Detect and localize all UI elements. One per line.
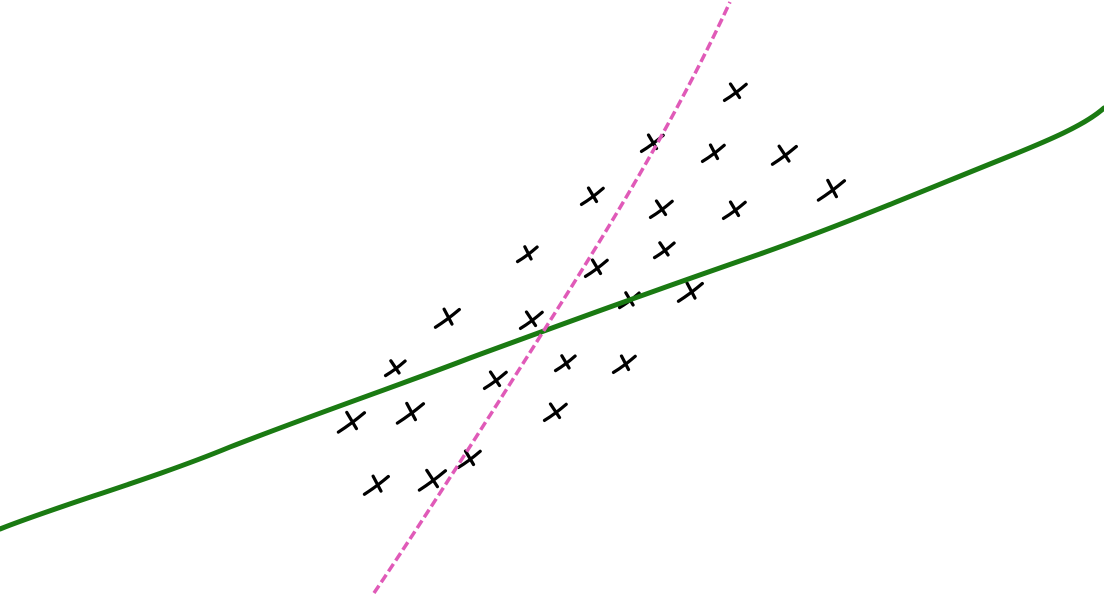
cross-mark [583,258,609,278]
cross-mark [542,402,568,422]
green-solid-line [0,105,1104,532]
cross-mark [579,186,605,206]
cross-mark [816,178,847,202]
cross-mark [515,245,539,264]
cross-mark [553,354,577,373]
cross-mark [362,474,390,496]
cross-mark [482,370,508,390]
cross-mark [417,468,448,492]
cross-mark [652,241,676,260]
cross-mark [648,199,674,219]
cross-mark [395,401,426,425]
cross-mark [456,449,482,469]
cross-mark [336,410,367,434]
cross-mark [383,359,407,378]
cross-marks-group [336,82,847,496]
cross-mark [676,281,704,303]
cross-mark [611,354,637,374]
cross-mark [770,144,798,166]
cross-mark [721,200,747,220]
pink-dashed-line [372,1,732,594]
cross-mark [433,307,461,329]
cross-mark [700,143,726,163]
cross-mark [722,82,748,102]
cross-mark [518,310,544,330]
